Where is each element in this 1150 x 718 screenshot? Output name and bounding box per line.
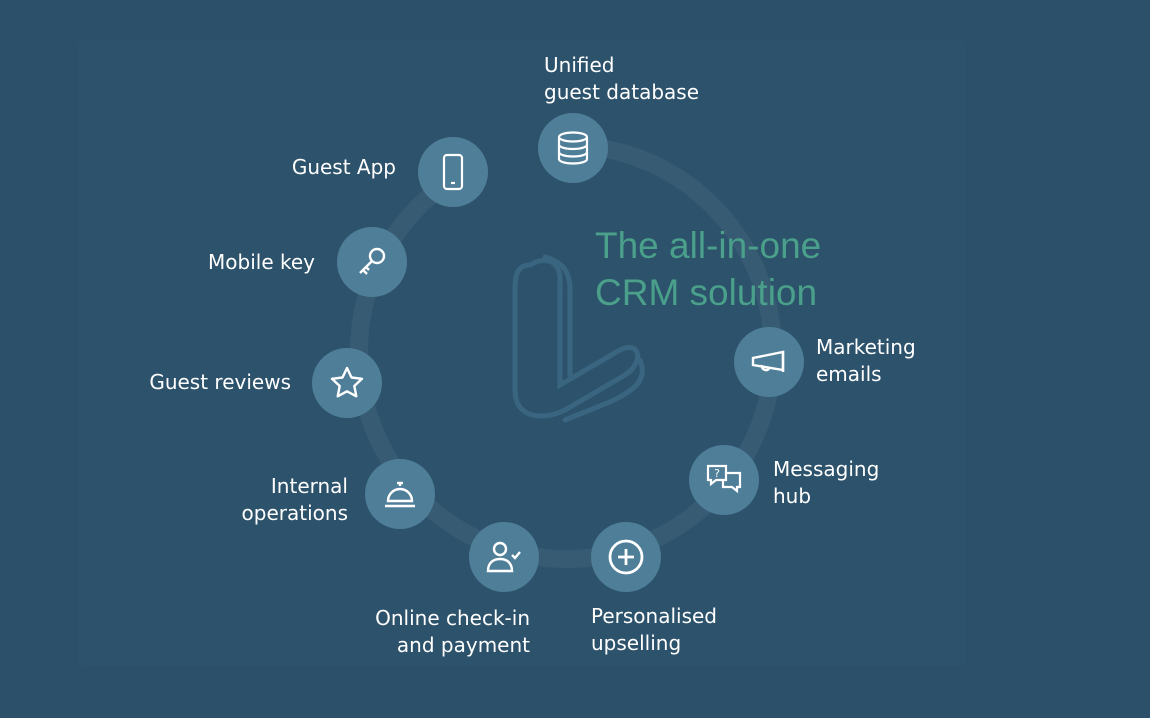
label-guest-app: Guest App — [292, 154, 396, 181]
label-line: Guest reviews — [149, 370, 291, 394]
svg-text:?: ? — [714, 467, 720, 480]
label-line: Unified — [544, 53, 615, 77]
label-line: Personalised — [591, 604, 717, 628]
label-line: Internal — [270, 474, 348, 498]
label-line: Marketing — [816, 335, 916, 359]
user-check-icon — [486, 541, 521, 573]
label-messaging-hub: Messaging hub — [773, 456, 879, 510]
label-line: Online check-in — [375, 606, 530, 630]
label-online-check-in: Online check-in and payment — [375, 605, 530, 659]
key-icon — [359, 247, 386, 275]
feature-node-database[interactable] — [538, 113, 608, 183]
label-line: guest database — [544, 80, 700, 104]
label-line: upselling — [591, 631, 682, 655]
smartphone-icon — [442, 153, 464, 191]
plus-circle-icon — [608, 539, 644, 575]
headline-line1: The all-in-one — [595, 225, 822, 266]
label-marketing-emails: Marketing emails — [816, 334, 916, 388]
label-line: Messaging — [773, 457, 880, 481]
megaphone-icon — [751, 350, 785, 372]
label-mobile-key: Mobile key — [208, 249, 315, 276]
feature-node-personalised-upselling[interactable] — [591, 522, 661, 592]
label-guest-reviews: Guest reviews — [149, 369, 291, 396]
label-unified-guest-database: Unified guest database — [544, 52, 699, 106]
feature-node-guest-reviews[interactable] — [312, 348, 382, 418]
feature-node-guest-app[interactable] — [418, 137, 488, 207]
database-icon — [557, 131, 589, 165]
feature-node-marketing-emails[interactable] — [734, 327, 804, 397]
service-bell-icon — [385, 481, 415, 508]
feature-node-internal-operations[interactable] — [365, 459, 435, 529]
feature-node-mobile-key[interactable] — [337, 227, 407, 297]
headline-line2: CRM solution — [595, 272, 818, 313]
label-line: emails — [816, 362, 882, 386]
label-line: Guest App — [291, 155, 396, 179]
chat-question-icon: ? — [706, 464, 742, 494]
label-line: hub — [773, 484, 812, 508]
feature-node-messaging-hub[interactable]: ? — [689, 445, 759, 515]
label-internal-operations: Internal operations — [242, 473, 348, 527]
label-line: operations — [241, 501, 348, 525]
label-line: Mobile key — [208, 250, 315, 274]
headline: The all-in-one CRM solution — [595, 222, 821, 316]
label-line: and payment — [396, 633, 530, 657]
star-icon — [330, 366, 364, 398]
label-personalised-upselling: Personalised upselling — [591, 603, 717, 657]
feature-node-online-check-in[interactable] — [469, 522, 539, 592]
brand-logo-watermark — [512, 254, 645, 423]
